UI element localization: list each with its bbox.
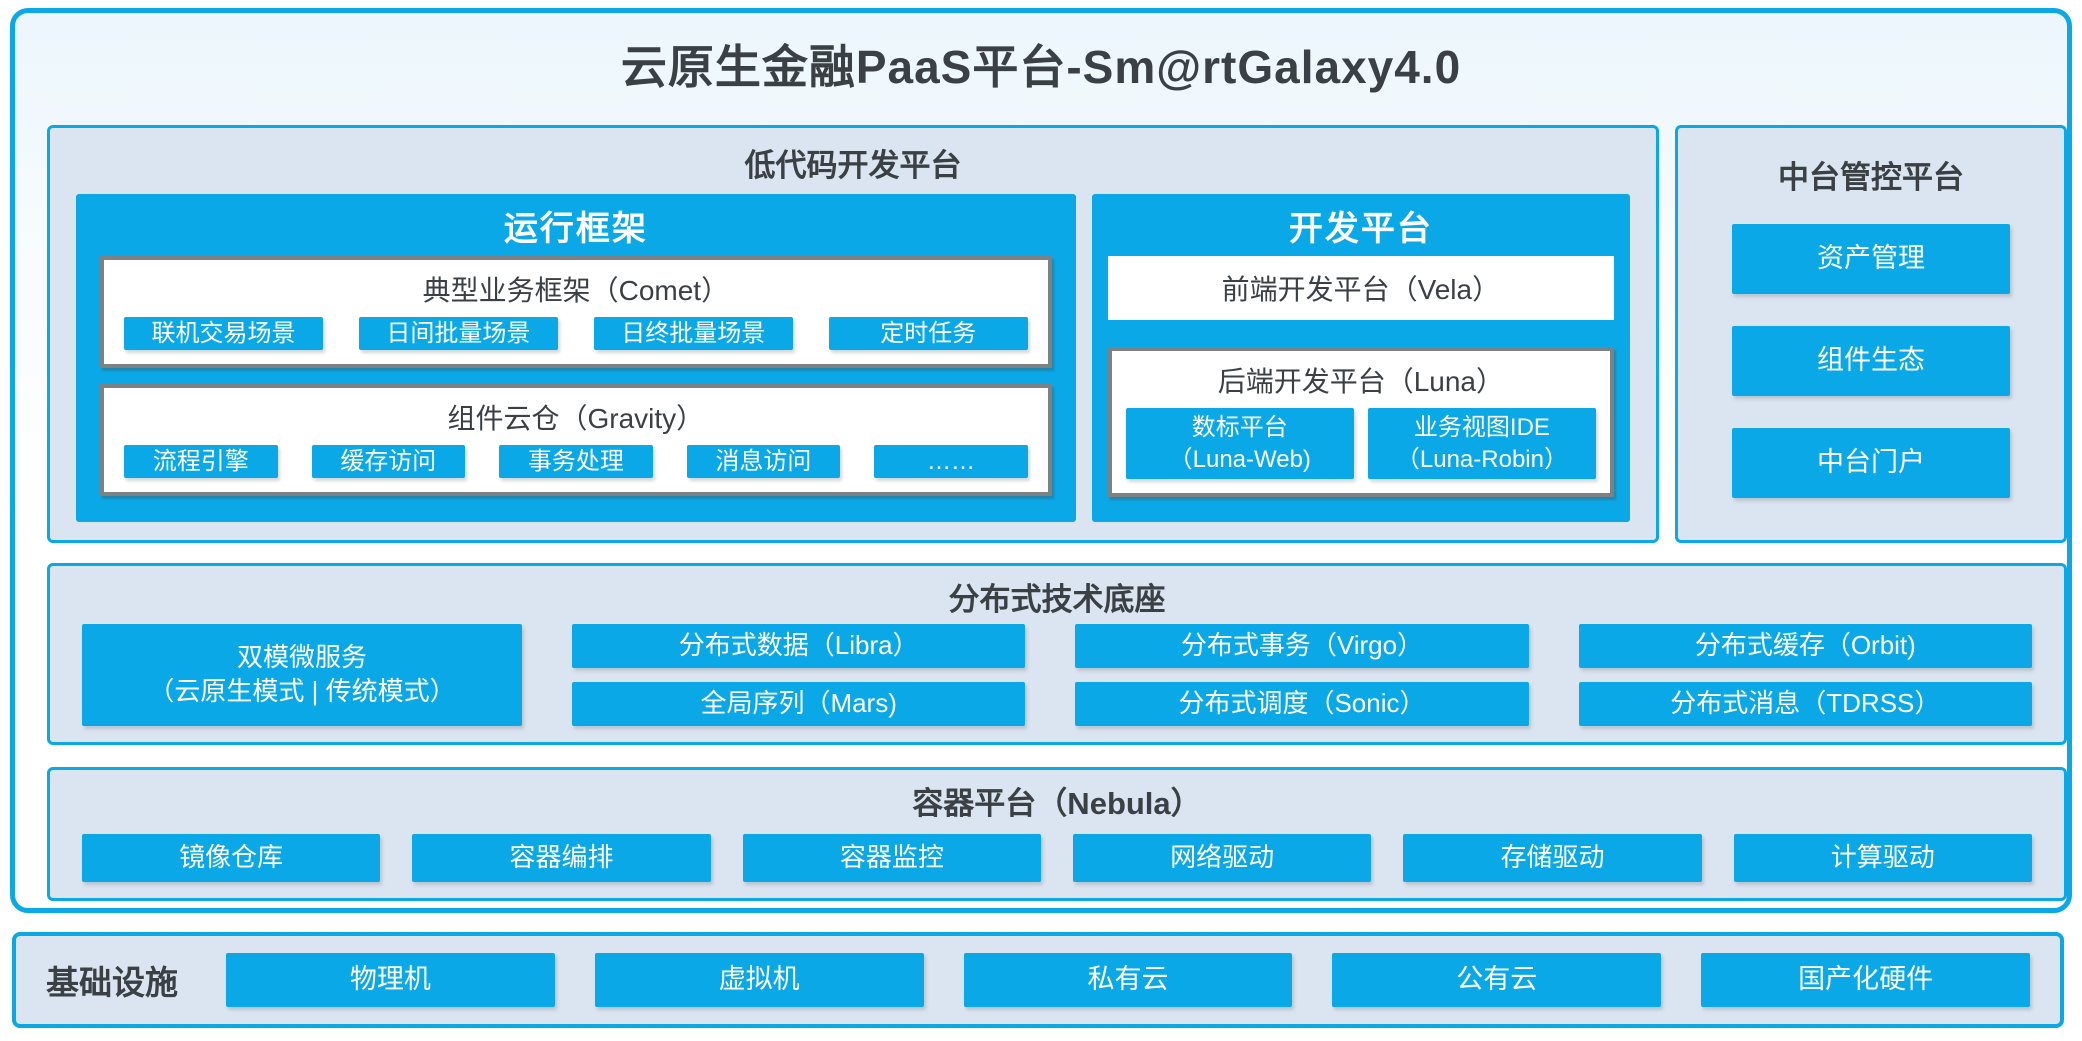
midplatform-items: 资产管理 组件生态 中台门户 [1732, 224, 2010, 498]
luna-robin-item: 业务视图IDE （Luna-Robin） [1367, 408, 1597, 479]
vela-frontend-box: 前端开发平台（Vela） [1107, 256, 1614, 320]
gravity-item: 流程引擎 [124, 445, 278, 478]
infra-item-private-cloud: 私有云 [963, 953, 1293, 1007]
infrastructure-title: 基础设施 [46, 964, 178, 1001]
lowcode-body: 运行框架 典型业务框架（Comet） 联机交易场景 日间批量场景 日终批量场景 … [76, 194, 1630, 522]
container-item-monitoring: 容器监控 [742, 834, 1041, 882]
container-item-orchestration: 容器编排 [412, 834, 711, 882]
midplatform-item-asset: 资产管理 [1732, 224, 2010, 294]
luna-backend-title: 后端开发平台（Luna） [1217, 366, 1504, 397]
comet-item: 联机交易场景 [124, 317, 323, 350]
midplatform-item-portal: 中台门户 [1732, 428, 2010, 498]
container-items-row: 镜像仓库 容器编排 容器监控 网络驱动 存储驱动 计算驱动 [82, 834, 2032, 882]
lowcode-platform-title: 低代码开发平台 [744, 148, 962, 183]
comet-item: 定时任务 [828, 317, 1028, 350]
distributed-base-title: 分布式技术底座 [948, 582, 1166, 617]
container-platform-title: 容器平台（Nebula） [912, 786, 1202, 821]
platform-container: 云原生金融PaaS平台-Sm@rtGalaxy4.0 低代码开发平台 运行框架 … [10, 8, 2072, 913]
distributed-item-mars: 全局序列（Mars) [572, 682, 1026, 726]
dev-platform-title: 开发平台 [1288, 209, 1433, 248]
distributed-item-orbit: 分布式缓存（Orbit) [1578, 624, 2032, 668]
luna-web-item: 数标平台 （Luna-Web) [1125, 408, 1354, 479]
container-platform-panel: 容器平台（Nebula） 镜像仓库 容器编排 容器监控 网络驱动 存储驱动 计算… [47, 767, 2067, 901]
runtime-framework-title: 运行框架 [503, 209, 648, 248]
comet-framework-box: 典型业务框架（Comet） 联机交易场景 日间批量场景 日终批量场景 定时任务 [100, 256, 1052, 368]
comet-framework-title: 典型业务框架（Comet） [422, 275, 730, 306]
distributed-base-panel: 分布式技术底座 双模微服务 （云原生模式 | 传统模式） 分布式数据（Libra… [47, 563, 2067, 745]
gravity-item: 缓存访问 [311, 445, 466, 478]
container-item-network-driver: 网络驱动 [1072, 834, 1372, 882]
runtime-framework-panel: 运行框架 典型业务框架（Comet） 联机交易场景 日间批量场景 日终批量场景 … [76, 194, 1076, 522]
infra-item-public-cloud: 公有云 [1332, 953, 1662, 1007]
luna-backend-box: 后端开发平台（Luna） 数标平台 （Luna-Web) 业务视图IDE （Lu… [1107, 347, 1614, 497]
infra-item-physical-machine: 物理机 [226, 953, 555, 1007]
infra-item-domestic-hardware: 国产化硬件 [1701, 953, 2030, 1007]
distributed-item-sonic: 分布式调度（Sonic） [1075, 682, 1529, 726]
gravity-items-row: 流程引擎 缓存访问 事务处理 消息访问 …… [104, 441, 1048, 492]
lowcode-platform-panel: 低代码开发平台 运行框架 典型业务框架（Comet） 联机交易场景 日间批量场景… [47, 125, 1659, 543]
gravity-item: 消息访问 [686, 445, 841, 478]
distributed-item-libra: 分布式数据（Libra） [572, 624, 1026, 668]
comet-item: 日间批量场景 [358, 317, 558, 350]
gravity-item-more: …… [874, 445, 1028, 478]
luna-items-row: 数标平台 （Luna-Web) 业务视图IDE （Luna-Robin） [1112, 404, 1610, 493]
gravity-warehouse-title: 组件云仓（Gravity） [447, 403, 705, 434]
comet-items-row: 联机交易场景 日间批量场景 日终批量场景 定时任务 [104, 313, 1048, 364]
infrastructure-panel: 基础设施 物理机 虚拟机 私有云 公有云 国产化硬件 [12, 932, 2064, 1028]
midplatform-title: 中台管控平台 [1778, 160, 1964, 195]
dev-platform-panel: 开发平台 前端开发平台（Vela） 后端开发平台（Luna） 数标平台 （Lun… [1091, 194, 1630, 522]
page-title: 云原生金融PaaS平台-Sm@rtGalaxy4.0 [620, 41, 1462, 93]
gravity-warehouse-box: 组件云仓（Gravity） 流程引擎 缓存访问 事务处理 消息访问 …… [100, 384, 1052, 496]
infra-item-virtual-machine: 虚拟机 [594, 953, 924, 1007]
dual-mode-microservice-item: 双模微服务 （云原生模式 | 传统模式） [82, 624, 522, 726]
midplatform-item-ecosystem: 组件生态 [1732, 326, 2010, 396]
container-item-registry: 镜像仓库 [82, 834, 381, 882]
distributed-item-virgo: 分布式事务（Virgo） [1075, 624, 1529, 668]
comet-item: 日终批量场景 [593, 317, 793, 350]
gravity-item: 事务处理 [499, 445, 653, 478]
distributed-item-tdrss: 分布式消息（TDRSS） [1578, 682, 2032, 726]
distributed-grid: 双模微服务 （云原生模式 | 传统模式） 分布式数据（Libra） 分布式事务（… [82, 624, 2032, 726]
midplatform-panel: 中台管控平台 资产管理 组件生态 中台门户 [1675, 125, 2067, 543]
infrastructure-items: 物理机 虚拟机 私有云 公有云 国产化硬件 [226, 953, 2030, 1007]
container-item-compute-driver: 计算驱动 [1733, 834, 2032, 882]
container-item-storage-driver: 存储驱动 [1403, 834, 1702, 882]
